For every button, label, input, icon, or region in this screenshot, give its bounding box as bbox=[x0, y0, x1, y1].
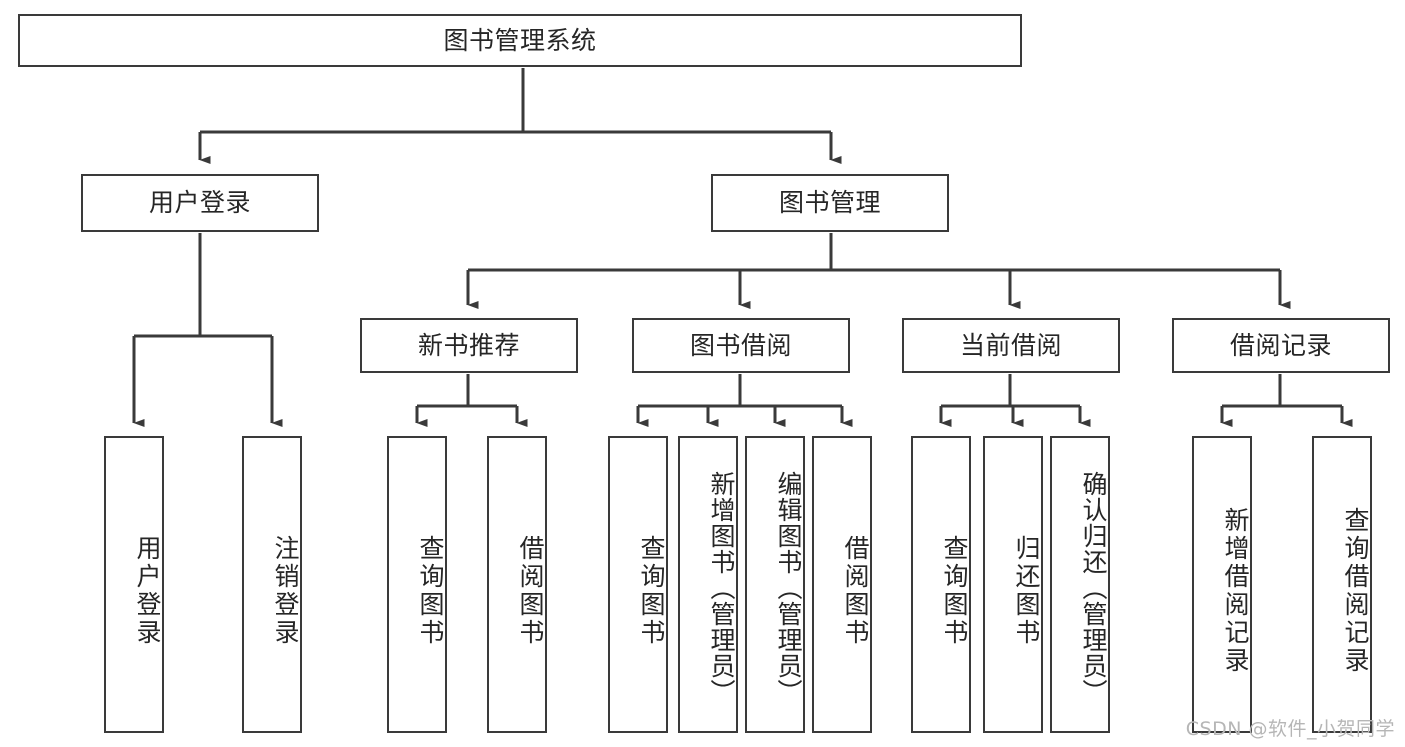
node-leaf-add-book-admin[interactable]: 新增图书（管理员） bbox=[678, 436, 738, 733]
node-book-borrow[interactable]: 图书借阅 bbox=[632, 318, 850, 373]
node-leaf-query-book-borrow-label: 查询图书 bbox=[637, 534, 666, 647]
node-leaf-borrow-book-rec-label: 借阅图书 bbox=[516, 534, 545, 647]
node-leaf-query-book-rec-label: 查询图书 bbox=[416, 534, 445, 647]
node-book-borrow-label: 图书借阅 bbox=[689, 330, 792, 360]
node-leaf-user-login[interactable]: 用户登录 bbox=[104, 436, 164, 733]
node-leaf-confirm-return-admin-label: 确认归还（管理员） bbox=[1079, 470, 1108, 705]
node-leaf-logout-label: 注销登录 bbox=[271, 534, 300, 647]
node-leaf-logout[interactable]: 注销登录 bbox=[242, 436, 302, 733]
node-leaf-confirm-return-admin[interactable]: 确认归还（管理员） bbox=[1050, 436, 1110, 733]
node-current-borrow[interactable]: 当前借阅 bbox=[902, 318, 1120, 373]
node-leaf-add-book-admin-label: 新增图书（管理员） bbox=[707, 470, 736, 705]
node-leaf-query-book-borrow[interactable]: 查询图书 bbox=[608, 436, 668, 733]
node-root[interactable]: 图书管理系统 bbox=[18, 14, 1022, 67]
watermark-text: CSDN @软件_小贺同学 bbox=[1185, 718, 1395, 740]
node-leaf-return-book[interactable]: 归还图书 bbox=[983, 436, 1043, 733]
node-user-login-label: 用户登录 bbox=[148, 188, 251, 218]
node-leaf-return-book-label: 归还图书 bbox=[1012, 534, 1041, 647]
node-leaf-query-book-cur[interactable]: 查询图书 bbox=[911, 436, 971, 733]
node-new-book-recommend[interactable]: 新书推荐 bbox=[360, 318, 578, 373]
node-leaf-borrow-book-rec[interactable]: 借阅图书 bbox=[487, 436, 547, 733]
node-book-management[interactable]: 图书管理 bbox=[711, 174, 949, 232]
node-new-book-recommend-label: 新书推荐 bbox=[417, 330, 520, 360]
node-borrow-record[interactable]: 借阅记录 bbox=[1172, 318, 1390, 373]
node-book-management-label: 图书管理 bbox=[778, 188, 881, 218]
node-root-label: 图书管理系统 bbox=[443, 25, 597, 55]
node-leaf-query-book-cur-label: 查询图书 bbox=[940, 534, 969, 647]
node-leaf-borrow-book-label: 借阅图书 bbox=[841, 534, 870, 647]
node-leaf-add-borrow-record[interactable]: 新增借阅记录 bbox=[1192, 436, 1252, 733]
node-leaf-user-login-label: 用户登录 bbox=[133, 534, 162, 647]
node-user-login[interactable]: 用户登录 bbox=[81, 174, 319, 232]
node-current-borrow-label: 当前借阅 bbox=[959, 330, 1062, 360]
node-leaf-edit-book-admin-label: 编辑图书（管理员） bbox=[774, 470, 803, 705]
node-leaf-edit-book-admin[interactable]: 编辑图书（管理员） bbox=[745, 436, 805, 733]
node-leaf-query-borrow-record[interactable]: 查询借阅记录 bbox=[1312, 436, 1372, 733]
node-leaf-borrow-book[interactable]: 借阅图书 bbox=[812, 436, 872, 733]
node-leaf-query-borrow-record-label: 查询借阅记录 bbox=[1341, 506, 1370, 675]
node-borrow-record-label: 借阅记录 bbox=[1229, 330, 1332, 360]
node-leaf-add-borrow-record-label: 新增借阅记录 bbox=[1221, 506, 1250, 675]
node-leaf-query-book-rec[interactable]: 查询图书 bbox=[387, 436, 447, 733]
